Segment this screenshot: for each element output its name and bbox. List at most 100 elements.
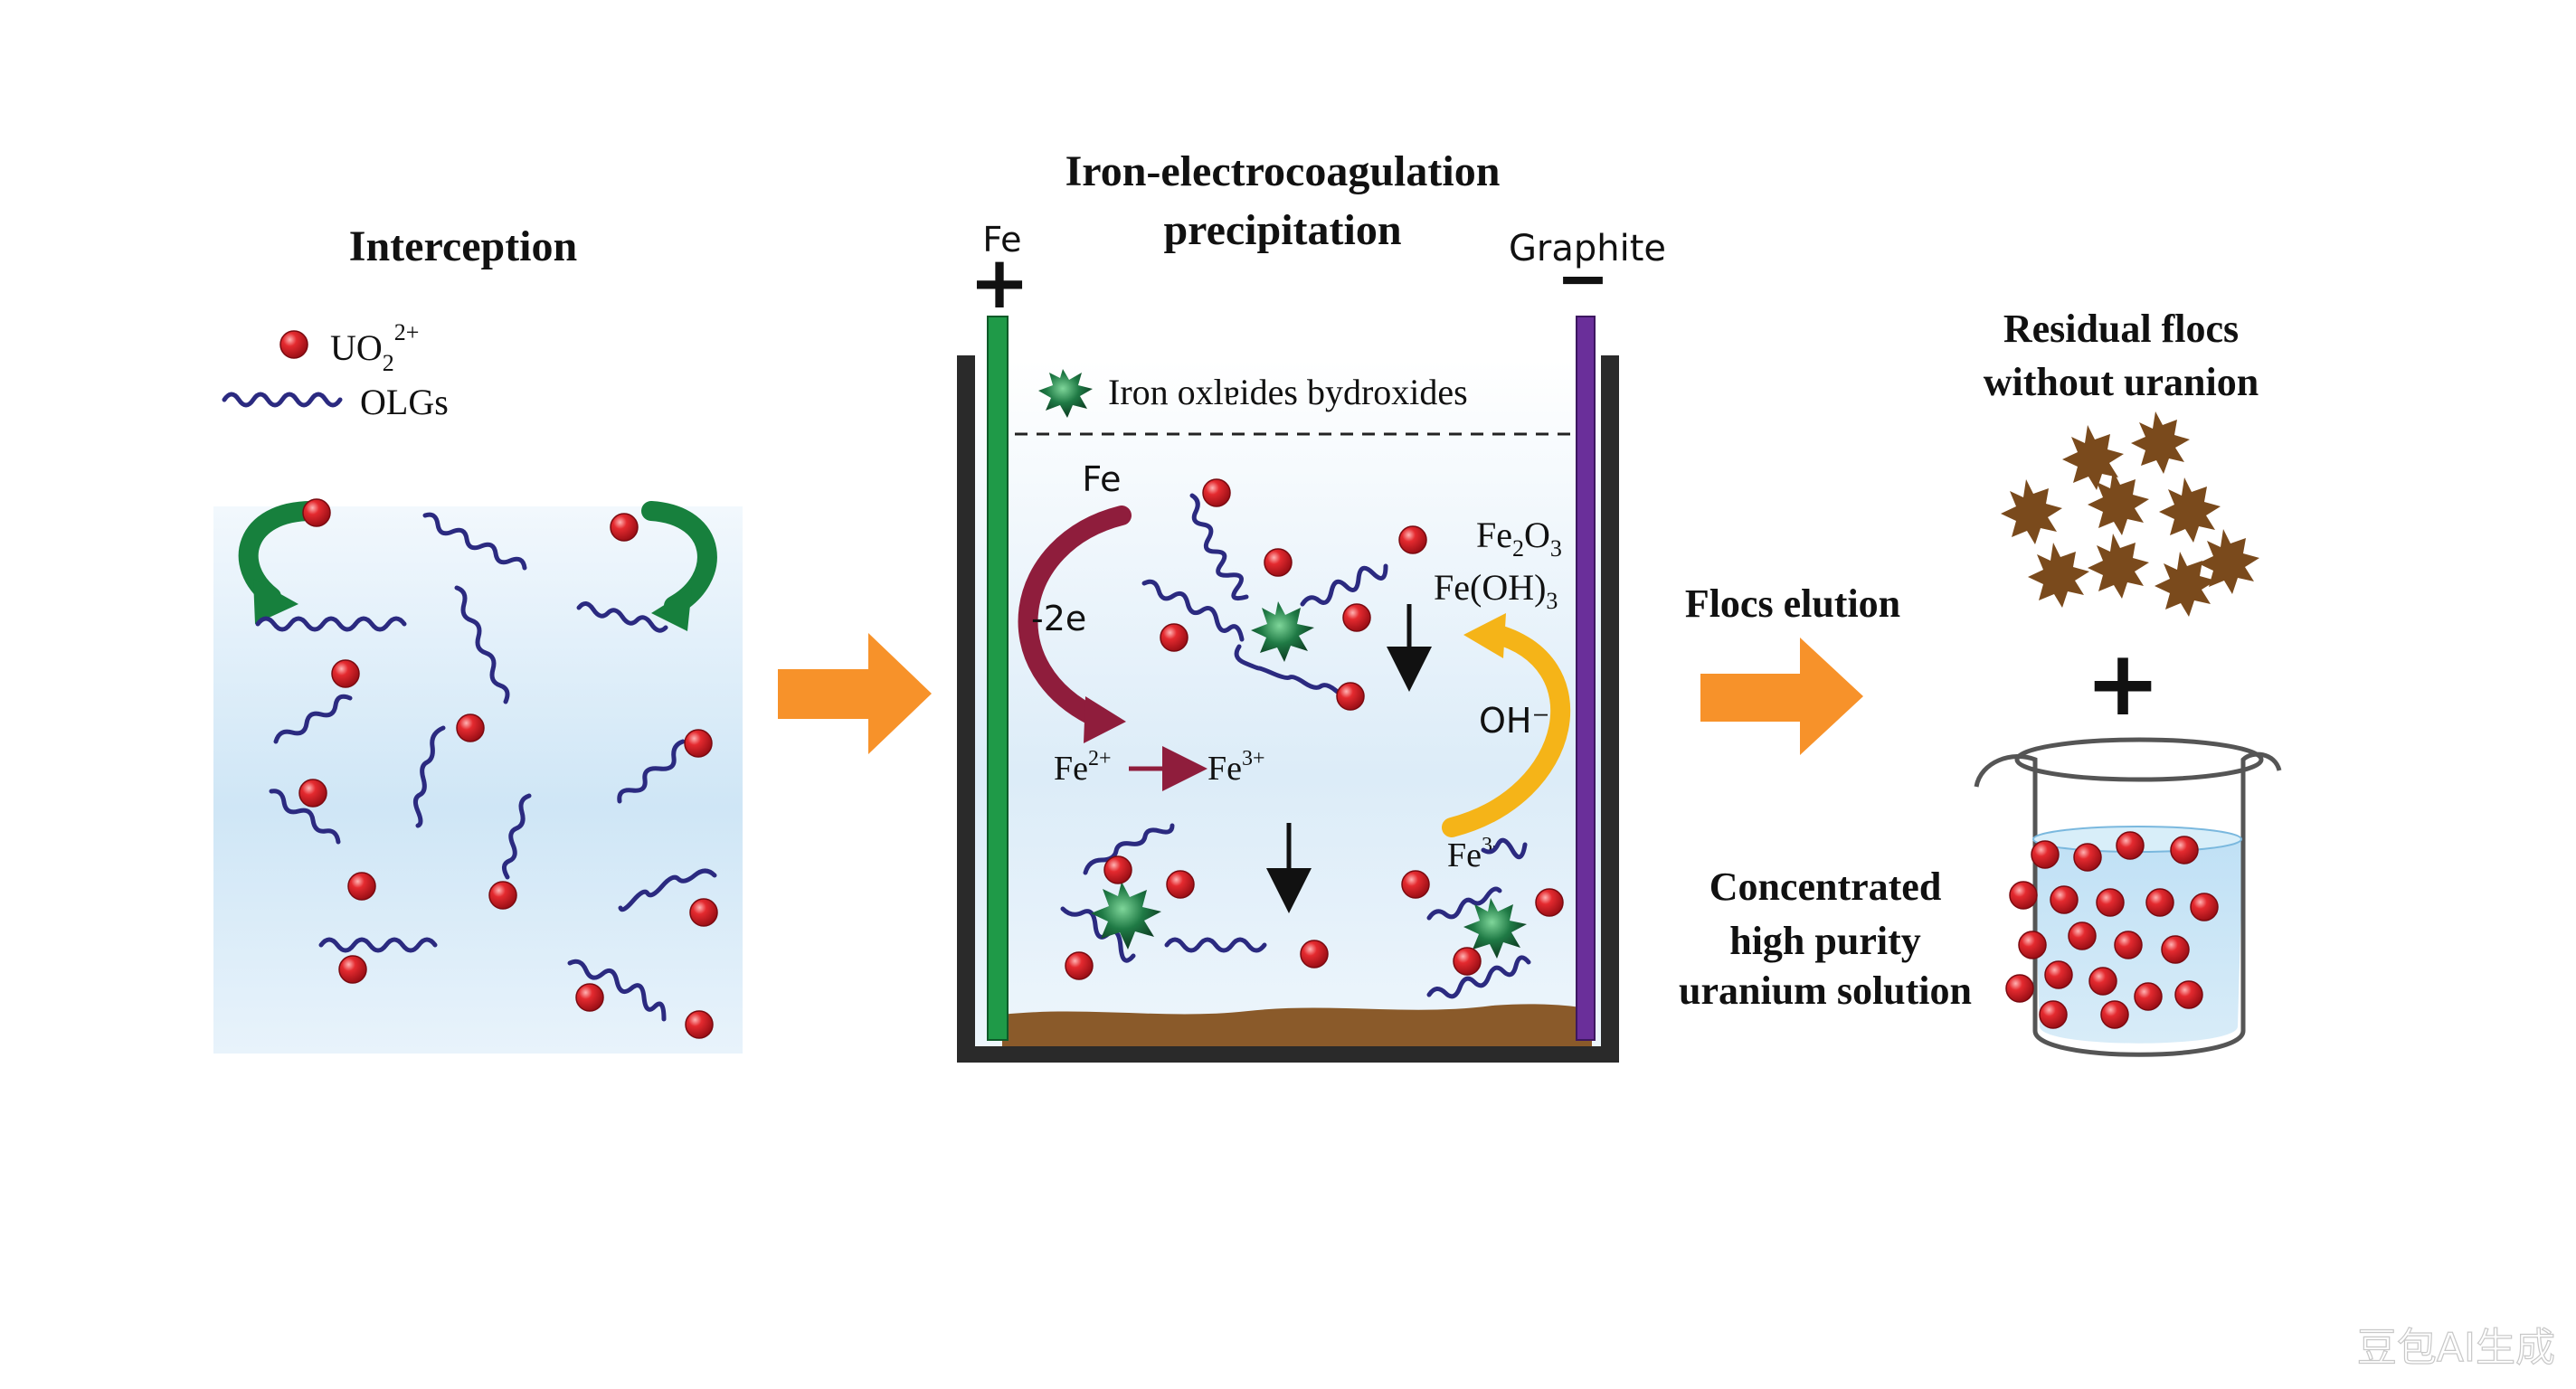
uranyl-ion: [685, 1010, 714, 1039]
floc-cluster-panel2: [1091, 601, 1527, 959]
hydroxide-arrow: [1442, 623, 1571, 837]
residual-flocs-line2: without uranion: [1984, 360, 2259, 404]
uranyl-ion: [2190, 893, 2219, 921]
graphite-cathode: [1576, 316, 1596, 1041]
floc-legend-label: Iron oxlɐides bydroxides: [1108, 372, 1468, 412]
uranyl-ion: [610, 513, 639, 542]
olg-chain: [1426, 955, 1531, 999]
uranyl-ion: [2114, 931, 2143, 959]
uranyl-ion: [1065, 951, 1094, 980]
fe-oxidation-label: Fe: [1082, 459, 1121, 499]
uranyl-ion: [2096, 888, 2125, 917]
ferrous-ion: Fe2+: [1054, 747, 1112, 788]
brown-floc: [2155, 552, 2216, 617]
electro-title-line1: Iron-electrocoagulation: [1065, 147, 1501, 195]
oxidation-arrow: [1018, 506, 1132, 729]
uranyl-ion: [2145, 888, 2174, 917]
uranyl-ion: [2009, 881, 2038, 910]
uranyl-ion: [1103, 855, 1132, 884]
uranyl-ion: [2039, 1000, 2068, 1029]
uranyl-ion: [2170, 836, 2199, 865]
olg-chain: [422, 512, 527, 571]
uranyl-ion: [2100, 1000, 2129, 1029]
uranyl-ion: [1342, 603, 1371, 632]
uranyl-ion: [2088, 967, 2117, 996]
green-floc: [1251, 601, 1314, 662]
legend: UO22+ OLGs: [222, 319, 449, 422]
uranyl-ion: [1398, 525, 1427, 554]
uranyl-ion: [1401, 870, 1430, 899]
floc-legend-icon: [1038, 369, 1093, 418]
uranyl-ion: [1264, 548, 1293, 577]
uranyl-ions-panel2: [1065, 478, 1564, 980]
olg-chains-panel2: [1060, 493, 1531, 999]
brown-floc: [2028, 543, 2089, 608]
interception-water: [213, 506, 743, 1054]
uranyl-ion: [2073, 843, 2102, 872]
olg-chain: [1060, 906, 1136, 963]
olg-chain: [618, 868, 717, 912]
olg-chain: [269, 789, 341, 845]
concentrated-line2: high purity: [1729, 919, 1921, 963]
concentrated-line1: Concentrated: [1709, 865, 1942, 909]
olg-legend-label: OLGs: [360, 382, 449, 422]
uranyl-legend-icon: [279, 330, 308, 359]
uranyl-ion: [575, 983, 604, 1012]
electro-title-line2: precipitation: [1163, 206, 1401, 254]
olg-chain: [1189, 493, 1249, 601]
uranyl-ion: [298, 779, 327, 808]
uranyl-ion: [1160, 623, 1189, 652]
brown-floc: [2159, 477, 2221, 543]
residual-flocs-line1: Residual flocs: [2003, 307, 2239, 351]
uranyl-ion: [488, 881, 517, 910]
concentrated-line3: uranium solution: [1679, 969, 1972, 1013]
interception-title: Interception: [349, 222, 577, 270]
olg-chain: [617, 739, 686, 804]
uranyl-ion: [2044, 960, 2073, 989]
uranyl-ion: [1166, 870, 1195, 899]
ferric-ion: Fe3+: [1208, 747, 1265, 788]
olg-chain: [567, 959, 667, 1022]
brown-floc: [2001, 479, 2062, 544]
uranyl-ion: [2174, 980, 2203, 1009]
beaker-rim: [2014, 737, 2264, 782]
brown-floc: [2062, 425, 2124, 490]
residual-flocs: [2001, 411, 2259, 617]
olg-chain: [454, 585, 510, 704]
olg-legend-icon: [222, 392, 343, 408]
process-arrow-1: [778, 633, 932, 754]
anode-label: Fe: [982, 220, 1021, 260]
uranyl-ion: [2050, 885, 2079, 914]
olg-chains-panel1: [255, 512, 717, 1022]
uranyl-ion: [1202, 478, 1231, 507]
uranyl-legend-label: UO22+: [330, 319, 419, 376]
plus-sign: +: [2085, 630, 2161, 736]
olg-chain: [1141, 579, 1245, 642]
right-capture-arrowhead: [651, 588, 692, 631]
left-capture-arrowhead: [253, 579, 298, 624]
uranyl-ion: [2161, 935, 2190, 964]
uranyl-ion: [2018, 931, 2047, 959]
anode-sign: +: [969, 241, 1029, 325]
olg-chain: [412, 725, 446, 828]
olg-chain: [273, 694, 353, 744]
olg-chain: [1164, 937, 1267, 953]
brown-floc: [2198, 529, 2259, 594]
elution-label: Flocs elution: [1685, 581, 1900, 626]
olg-chain: [1300, 563, 1388, 607]
electrocoagulation-panel: Iron-electrocoagulation precipitation Fe…: [957, 147, 1666, 1063]
hydroxide-label: OH⁻: [1479, 701, 1550, 741]
ferric-hydroxide-label: Fe(OH)3: [1434, 567, 1558, 614]
interception-panel: Interception UO22+ OLGs: [213, 222, 743, 1054]
result-panel: Residual flocs without uranion +: [1679, 307, 2282, 1057]
brown-floc: [2131, 411, 2190, 474]
uranyl-ion: [1535, 888, 1564, 917]
process-arrow-2: [1700, 638, 1863, 755]
sludge-layer: [1002, 1004, 1592, 1046]
olg-chain: [255, 616, 407, 632]
olg-chain: [502, 793, 532, 880]
beaker-glass: [1974, 751, 2282, 1057]
uranyl-ion: [302, 498, 331, 527]
brown-floc: [2088, 534, 2149, 599]
green-floc: [1091, 882, 1161, 950]
